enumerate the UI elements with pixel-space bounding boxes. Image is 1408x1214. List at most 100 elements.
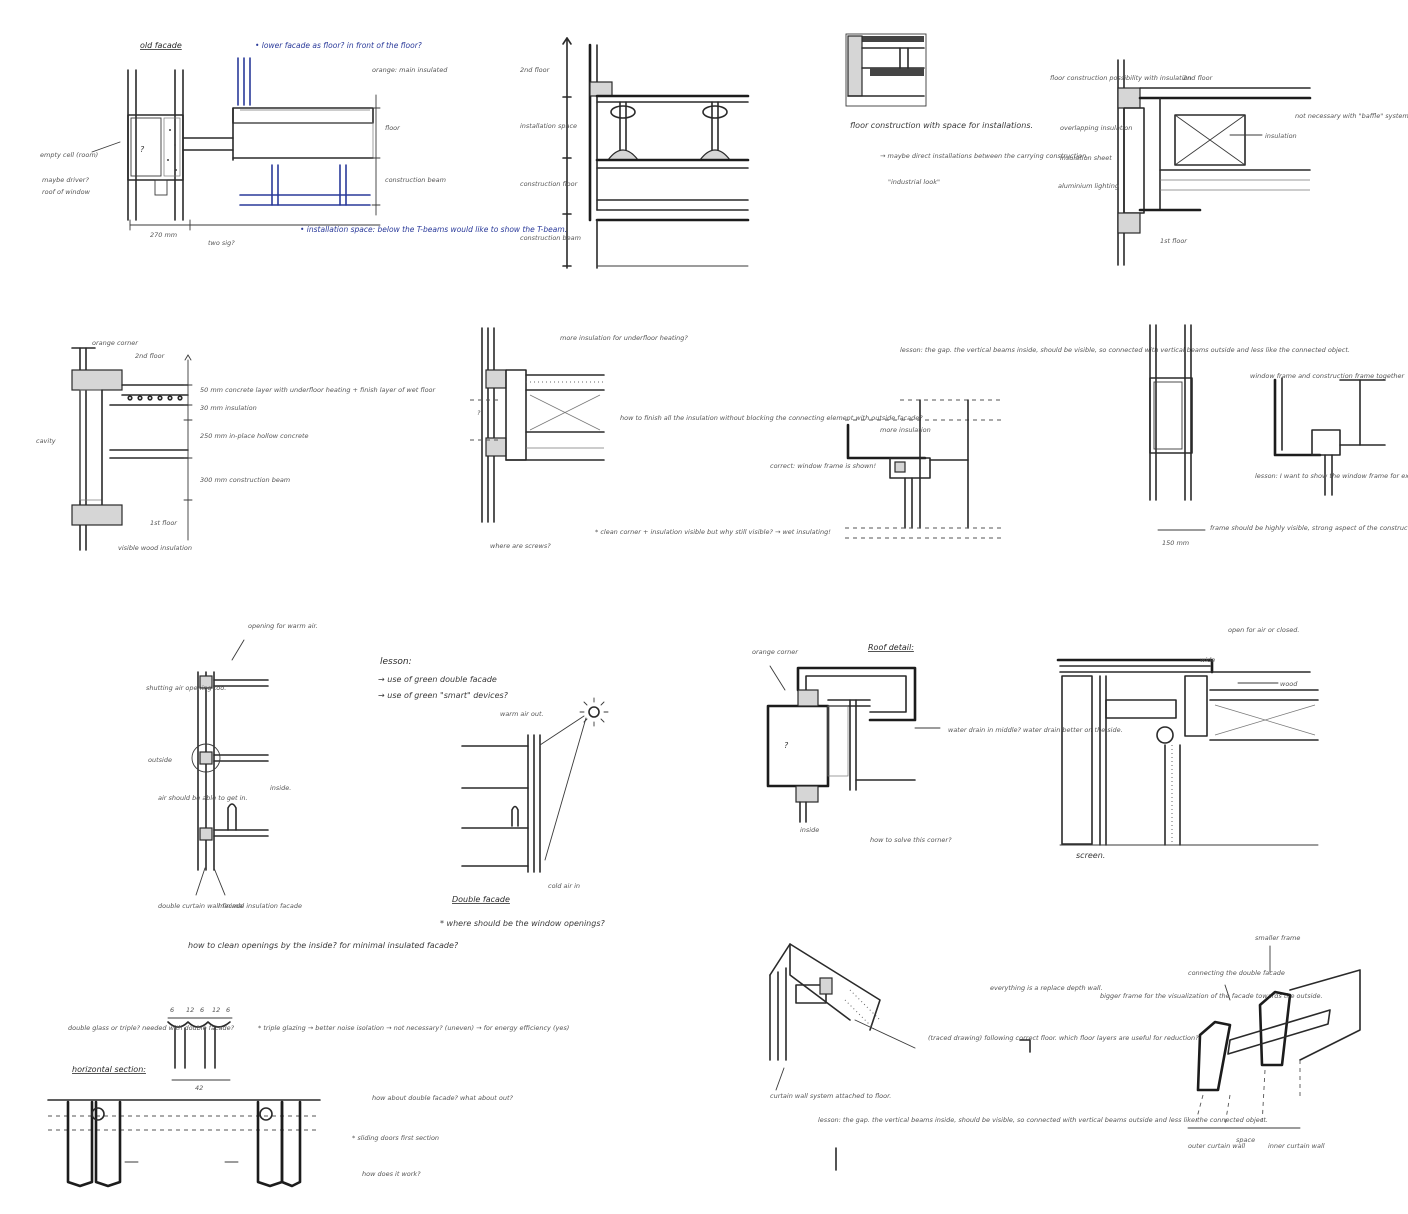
sketch9-outside: outside <box>148 756 172 764</box>
sketch5-row4: 300 mm construction beam <box>200 476 290 484</box>
sketch9-shutting: shutting air opening too. <box>146 684 226 692</box>
sketch4-top-floor: 2nd floor <box>1183 74 1214 82</box>
sketch-floor-construction-thumbnail: floor construction with space for instal… <box>845 33 1088 186</box>
sketch10-title: Double facade <box>452 895 510 904</box>
sketch2-floor: 2nd floor <box>520 66 551 74</box>
sketch-floor-insulation-section: floor construction possibility with insu… <box>1050 59 1408 266</box>
sketch6-note-right: how to finish all the insulation without… <box>620 414 923 422</box>
sketch4-label-e: insulation <box>1265 132 1297 140</box>
sketch13-horizontal: horizontal section: <box>72 1065 146 1074</box>
sketch12-screen: screen. <box>1076 851 1105 860</box>
sketch5-row1: 50 mm concrete layer with underfloor hea… <box>200 386 437 394</box>
sketch-window-frame: window frame and construction frame toge… <box>1149 324 1408 547</box>
sketch1-floor: floor <box>385 124 401 132</box>
sketch6-question: ? <box>477 409 481 417</box>
sketch9-air: air should be able to get in. <box>158 794 248 802</box>
sketch3-caption3: "industrial look" <box>888 178 940 186</box>
sketch9-opening: opening for warm air. <box>248 622 318 630</box>
sketch15-inner: inner curtain wall <box>1268 1142 1325 1150</box>
sketch11-title: Roof detail: <box>868 643 914 652</box>
sketch13-dim-3: 12 <box>212 1006 220 1014</box>
sketch6-note-top: more insulation for underfloor heating? <box>560 334 688 342</box>
sketch9-double: double curtain wall facade <box>158 902 244 910</box>
sketch13-dim-1: 12 <box>186 1006 194 1014</box>
sketch4-label-a: floor construction possibility with insu… <box>1050 74 1192 82</box>
sketch4-bottom-floor: 1st floor <box>1160 237 1188 245</box>
sketch7-correct: correct: window frame is shown! <box>770 462 877 470</box>
sketch13-how-work: how does it work? <box>362 1170 421 1178</box>
sketch6-note-bottom-left: where are screws? <box>490 542 551 550</box>
sketch9-question: how to clean openings by the inside? for… <box>188 941 459 950</box>
sketch5-top-floor: 2nd floor <box>135 352 166 360</box>
sketch5-cavity: cavity <box>36 437 56 445</box>
sketch5-row2: 30 mm insulation <box>200 404 257 412</box>
sketch1-empty-cell: empty cell (room) <box>40 151 98 159</box>
sketch7-lesson: lesson: the gap. the vertical beams insi… <box>900 346 1350 354</box>
sketch7-more-insul: more insulation <box>880 426 931 434</box>
sketch11-water: water drain in middle? water drain bette… <box>948 726 1123 734</box>
sketch13-dims: 6 12 6 12 6 <box>170 1006 230 1014</box>
sketch5-bottom-floor: 1st floor <box>150 519 178 527</box>
sketch4-label-c: insulation sheet <box>1060 154 1112 162</box>
sketch13-facade-q: how about double facade? what about out? <box>372 1094 513 1102</box>
sketch-roof-detail: orange corner Roof detail: ? water drain… <box>752 643 1123 844</box>
sketch4-label-d: aluminium lighting <box>1058 182 1119 190</box>
sketch10-lesson-title: lesson: <box>380 657 412 667</box>
sketch-gap-lesson: lesson: the gap. the vertical beams insi… <box>770 346 1350 539</box>
sketch2-install: installation space <box>520 122 577 130</box>
sketch-double-facade-frames: smaller frame connecting the double faca… <box>1100 934 1361 1150</box>
sketch8-frame-note: frame should be highly visible, strong a… <box>1210 524 1408 532</box>
sketch1-dim-right: two sig? <box>208 239 235 247</box>
sketch10-item2: → use of green "smart" devices? <box>378 691 509 700</box>
sketch12-open: open for air or closed. <box>1228 626 1299 634</box>
sketch3-caption1: floor construction with space for instal… <box>850 121 1033 130</box>
sketch1-orange-note: orange: main insulated <box>372 66 448 74</box>
sketch5-row3: 250 mm in-place hollow concrete <box>200 432 309 440</box>
sketch14-lesson: lesson: the gap. the vertical beams insi… <box>818 1116 1268 1124</box>
sketch13-sliding: * sliding doors first section <box>352 1134 439 1142</box>
sketch11-inside: inside <box>800 826 819 834</box>
sketch10-cold-air: cold air in <box>548 882 580 890</box>
sketch13-triple: * triple glazing → better noise isolatio… <box>258 1024 569 1032</box>
sketch-old-facade-section: old facade ? 270 mm two sig? <box>40 41 567 247</box>
sketch15-connecting: connecting the double facade <box>1188 969 1285 977</box>
sketch1-construction-beam: construction beam <box>385 176 446 184</box>
sketch14-curtain: curtain wall system attached to floor. <box>770 1092 891 1100</box>
sketch5-visible: visible wood insulation <box>118 544 192 552</box>
sketch13-dim-4: 6 <box>226 1006 230 1014</box>
sketch15-smaller: smaller frame <box>1255 934 1300 942</box>
sketch10-warm-air: warm air out. <box>500 710 544 718</box>
sketch2-beam: construction beam <box>520 234 581 242</box>
sketch6-note-bottom-right: * clean corner + insulation visible but … <box>595 528 831 536</box>
sketch11-q-mark: ? <box>784 741 789 750</box>
sketch5-orange: orange corner <box>92 339 139 347</box>
sketch-horizontal-section: 6 12 6 12 6 42 double glass or triple? n… <box>47 1006 569 1188</box>
sketch10-item1: → use of green double facade <box>378 675 497 684</box>
sketch1-blue-note-top: • lower facade as floor? in front of the… <box>255 41 422 50</box>
sketch8-lesson: lesson: I want to show the window frame … <box>1255 472 1408 480</box>
sketch1-roof-window: roof of window <box>42 188 91 196</box>
sketch1-blue-note-bottom: • installation space: below the T-beams … <box>300 225 567 234</box>
sketch13-dim-0: 6 <box>170 1006 174 1014</box>
sketch-layered-floor-section: orange corner 2nd floor 50 mm concrete l… <box>36 339 437 552</box>
sketch1-question: ? <box>140 145 145 154</box>
sketch-double-facade: lesson: → use of green double facade → u… <box>378 657 609 928</box>
sketch-installation-space: 2nd floor installation space constructio… <box>520 37 750 269</box>
sketch13-dim-2: 6 <box>200 1006 204 1014</box>
sketch15-bigger: bigger frame for the visualization of th… <box>1100 992 1323 1000</box>
sketch4-label-b: overlapping insulation <box>1060 124 1132 132</box>
sketch11-orange: orange corner <box>752 648 799 656</box>
sketch1-title: old facade <box>140 41 182 50</box>
sketch-curtain-wall-perspective: curtain wall system attached to floor. (… <box>769 943 1268 1171</box>
sketch9-minimal: minimal insulation facade <box>218 902 302 910</box>
sketch-insulation-question: ? more insulation for underfloor heating… <box>470 327 923 550</box>
sketch10-question: * where should be the window openings? <box>440 919 605 928</box>
sketch14-everything: everything is a replace depth wall. <box>990 984 1103 992</box>
sketch8-window-note: window frame and construction frame toge… <box>1250 372 1406 380</box>
sketch8-dim: 150 mm <box>1162 539 1189 547</box>
sketch-roof-edge: open for air or closed. wide wood screen… <box>1056 626 1319 860</box>
sketch3-caption2: → maybe direct installations between the… <box>880 152 1088 160</box>
sketch1-maybe-driver: maybe driver? <box>42 176 89 184</box>
sketch-air-flow-facade: opening for warm air. shutting air openi… <box>146 622 459 950</box>
